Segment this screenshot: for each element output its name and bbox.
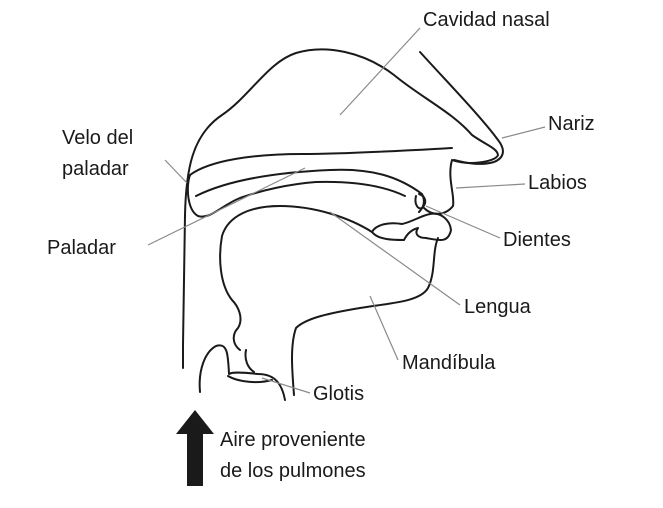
label-aire-line2: de los pulmones xyxy=(220,460,366,482)
leader-glotis xyxy=(262,378,310,393)
larynx-outline xyxy=(200,345,285,400)
label-glotis: Glotis xyxy=(313,383,364,405)
label-labios: Labios xyxy=(528,172,587,194)
leader-lengua xyxy=(330,212,460,305)
label-paladar: Paladar xyxy=(47,237,116,259)
label-lengua: Lengua xyxy=(464,296,532,318)
up-arrow-icon xyxy=(176,410,214,486)
leader-labios xyxy=(456,184,525,188)
leader-mandibula xyxy=(370,296,398,360)
leader-dientes xyxy=(426,206,500,238)
leader-cavidad-nasal xyxy=(340,28,420,115)
label-cavidad-nasal: Cavidad nasal xyxy=(423,9,550,31)
head-outline xyxy=(183,49,498,345)
label-dientes: Dientes xyxy=(503,229,571,251)
label-velo-line1: Velo del xyxy=(62,127,133,149)
label-nariz: Nariz xyxy=(548,113,595,135)
label-mandibula: Mandíbula xyxy=(402,352,496,374)
leader-nariz xyxy=(502,127,545,138)
epiglottis xyxy=(245,350,254,372)
velum-outline xyxy=(188,175,405,217)
label-aire-line1: Aire proveniente xyxy=(220,429,366,451)
label-velo-line2: paladar xyxy=(62,158,129,180)
leader-velo xyxy=(165,160,187,183)
lower-teeth xyxy=(372,214,451,240)
